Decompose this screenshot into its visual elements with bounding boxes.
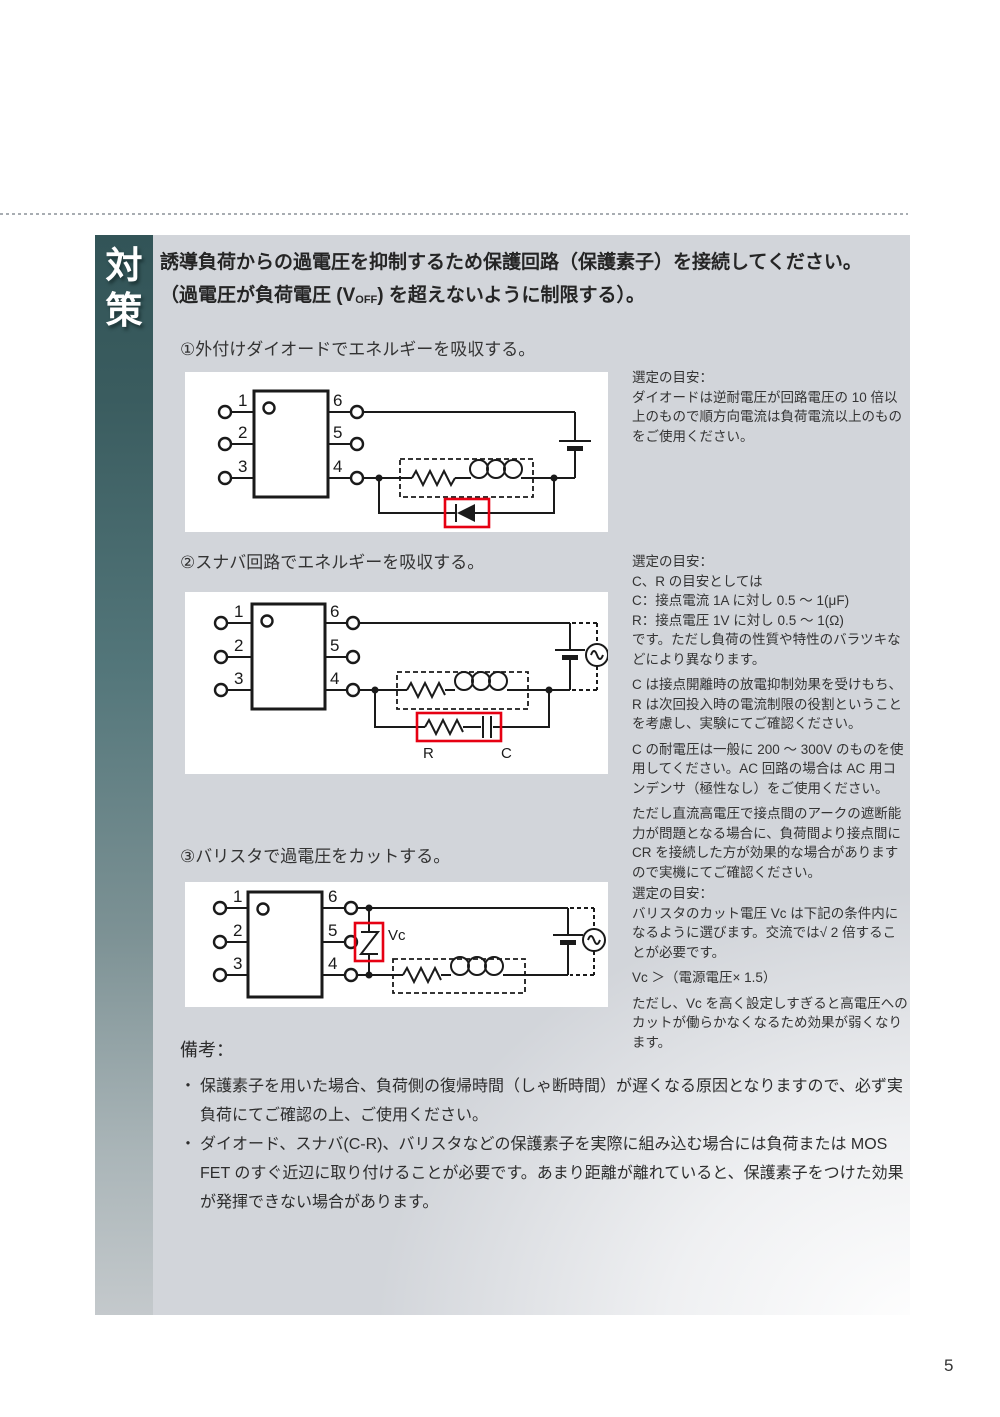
sidebar-vertical-label: 対策	[105, 245, 143, 331]
protection-diode-icon	[455, 504, 475, 522]
svg-text:6: 6	[330, 602, 339, 621]
content-panel: 対策 誘導負荷からの過電圧を抑制するため保護回路（保護素子）を接続してください。…	[95, 235, 910, 1315]
bullet-icon: ・	[180, 1136, 197, 1153]
section2-heading: ②スナバ回路でエネルギーを吸収する。	[180, 553, 485, 572]
varistor-circuit-svg: 1 2 3 6 5 4	[212, 887, 606, 999]
svg-text:2: 2	[234, 636, 243, 655]
snubber-r-label: R	[423, 745, 434, 762]
pin1-label: 1	[238, 391, 247, 410]
diagram1-diode-circuit: 1 2 3 6 5 4	[185, 372, 608, 532]
pin5-label: 5	[333, 423, 342, 442]
voff-subscript: OFF	[355, 294, 378, 306]
svg-text:3: 3	[234, 669, 243, 688]
ic-body	[246, 890, 324, 999]
load-inductor-icon	[454, 671, 508, 691]
ac-source-icon	[570, 907, 606, 976]
svg-text:4: 4	[328, 954, 337, 973]
snubber-c-label: C	[501, 745, 512, 762]
svg-text:5: 5	[330, 636, 339, 655]
pin1-indicator-icon	[260, 614, 274, 628]
varistor-highlight-box	[353, 921, 385, 963]
svg-text:3: 3	[233, 954, 242, 973]
svg-text:6: 6	[328, 887, 337, 906]
section2-notes: 選定の目安： C、R の目安としては C：接点電流 1A に対し 0.5 ～ 1…	[632, 554, 904, 880]
svg-text:5: 5	[328, 921, 337, 940]
section1-heading: ①外付けダイオードでエネルギーを吸収する。	[180, 340, 536, 359]
load-resistor-icon	[411, 468, 456, 488]
varistor-icon	[358, 931, 381, 955]
snubber-capacitor-icon	[482, 716, 492, 738]
load-resistor-icon	[402, 965, 442, 985]
varistor-vc-label: Vc	[388, 927, 406, 944]
load-resistor-icon	[406, 680, 446, 700]
bullet-icon: ・	[180, 1078, 197, 1095]
remarks-section: 備考： ・ 保護素子を用いた場合、負荷側の復帰時間（しゃ断時間）が遅くなる原因と…	[180, 1036, 908, 1217]
remarks-heading: 備考：	[180, 1040, 234, 1060]
diode-highlight-box	[443, 497, 491, 529]
remark-item: ・ ダイオード、スナバ(C-R)、バリスタなどの保護素子を実際に組み込む場合には…	[180, 1130, 908, 1217]
pin3-label: 3	[238, 457, 247, 476]
title-line-1: 誘導負荷からの過電圧を抑制するため保護回路（保護素子）を接続してください。	[160, 252, 862, 273]
svg-text:4: 4	[330, 669, 339, 688]
pin6-label: 6	[333, 391, 342, 410]
load-inductor-icon	[469, 459, 523, 479]
section3-notes: 選定の目安： バリスタのカット電圧 Vc は下記の条件内になるように選びます。交…	[632, 886, 908, 1050]
remark-item: ・ 保護素子を用いた場合、負荷側の復帰時間（しゃ断時間）が遅くなる原因となります…	[180, 1072, 908, 1130]
title-line-2: （過電圧が負荷電圧 (VOFF) を超えないように制限する）。	[160, 285, 646, 306]
snubber-circuit-svg: 1 2 3 6 5 4	[213, 602, 608, 762]
pin2-label: 2	[238, 423, 247, 442]
section1-notes: 選定の目安： ダイオードは逆耐電圧が回路電圧の 10 倍以上のもので順方向電流は…	[632, 370, 902, 444]
diode-circuit-svg: 1 2 3 6 5 4	[217, 389, 591, 529]
pin4-label: 4	[333, 457, 342, 476]
load-dashed-box	[392, 958, 526, 994]
countermeasure-sidebar: 対策	[95, 235, 153, 1315]
svg-text:1: 1	[233, 887, 242, 906]
pin1-indicator-icon	[256, 902, 270, 916]
page-number: 5	[944, 1356, 954, 1375]
top-dashed-divider	[0, 213, 908, 215]
diagram3-varistor-circuit: 1 2 3 6 5 4	[185, 882, 608, 1007]
svg-text:1: 1	[234, 602, 243, 621]
section3-heading: ③バリスタで過電圧をカットする。	[180, 847, 451, 866]
svg-text:2: 2	[233, 921, 242, 940]
snubber-resistor-icon	[424, 717, 464, 737]
diagram2-snubber-circuit: 1 2 3 6 5 4	[185, 592, 608, 774]
load-dashed-box	[399, 458, 534, 498]
load-inductor-icon	[450, 956, 504, 976]
ac-source-icon	[572, 622, 608, 691]
pin1-indicator-icon	[262, 401, 276, 415]
page-title: 誘導負荷からの過電圧を抑制するため保護回路（保護素子）を接続してください。 （過…	[160, 246, 902, 315]
snubber-highlight-box	[415, 711, 503, 743]
